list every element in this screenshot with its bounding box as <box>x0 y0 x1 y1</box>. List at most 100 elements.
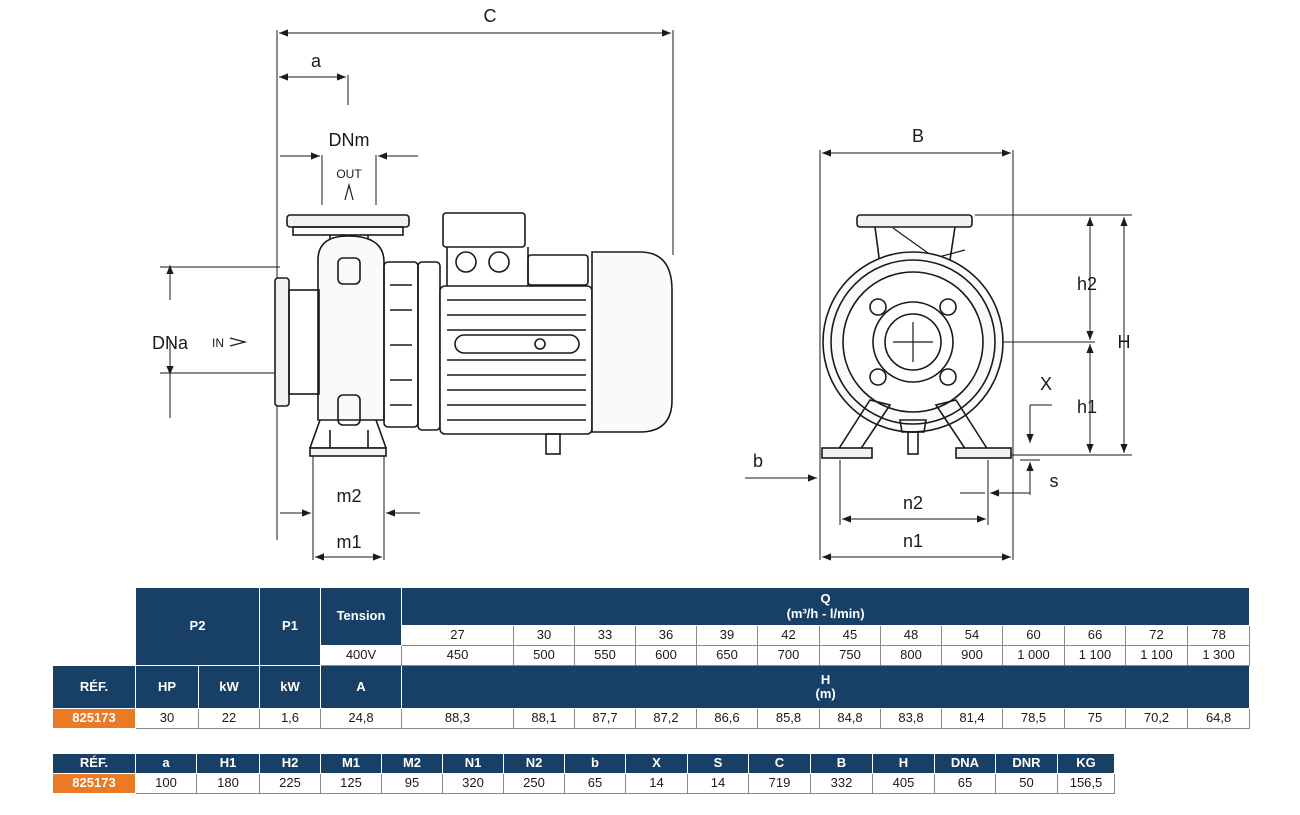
dim-label-h1: h1 <box>1077 397 1097 417</box>
flow-lmin-cell: 600 <box>635 645 697 666</box>
header-p1: P1 <box>259 587 321 666</box>
hp-value: 30 <box>135 708 199 729</box>
head-value-cell: 81,4 <box>941 708 1003 729</box>
flow-lmin-cell: 550 <box>574 645 636 666</box>
head-value-cell: 64,8 <box>1186 708 1251 729</box>
ref-value: 825173 <box>52 708 136 729</box>
flow-m3h-cell: 42 <box>757 625 820 646</box>
flow-lmin-cell: 1 300 <box>1186 645 1251 666</box>
dim-label-h: H <box>1118 332 1131 352</box>
dimension-header-cell: DNR <box>995 753 1058 774</box>
flow-m3h-cell: 78 <box>1186 625 1251 646</box>
dimension-value-cell: 719 <box>748 773 811 794</box>
subheader-p2-kw: kW <box>198 665 260 709</box>
dimension-value-cell: 65 <box>564 773 626 794</box>
flow-m3h-cell: 27 <box>401 625 514 646</box>
dimension-value-cell: 14 <box>687 773 749 794</box>
dimension-header-cell: H <box>872 753 935 774</box>
dimension-value-cell: 180 <box>196 773 260 794</box>
head-value-cell: 70,2 <box>1125 708 1188 729</box>
dim-label-n2: n2 <box>903 493 923 513</box>
dimension-header-cell: DNA <box>934 753 996 774</box>
head-value-cell: 86,6 <box>696 708 758 729</box>
head-value-cell: 85,8 <box>757 708 820 729</box>
subheader-h: H (m) <box>400 665 1251 709</box>
flow-lmin-cell: 800 <box>880 645 942 666</box>
flow-m3h-cell: 48 <box>880 625 942 646</box>
head-value-cell: 78,5 <box>1002 708 1065 729</box>
dim-label-s: s <box>1050 471 1059 491</box>
dimension-header-cell: B <box>810 753 873 774</box>
dimension-value-cell: 125 <box>320 773 382 794</box>
side-view <box>160 29 674 561</box>
header-p2: P2 <box>135 587 260 666</box>
dimension-value-cell: 95 <box>381 773 443 794</box>
head-value-cell: 83,8 <box>880 708 942 729</box>
head-value-cell: 84,8 <box>819 708 881 729</box>
subheader-amps: A <box>320 665 402 709</box>
header-q-unit: (m³/h - l/min) <box>786 605 865 621</box>
p2-kw-value: 22 <box>198 708 260 729</box>
subheader-p1-kw: kW <box>259 665 321 709</box>
voltage-value: 400V <box>320 645 402 666</box>
dimension-header-cell: H2 <box>259 753 321 774</box>
p1-kw-value: 1,6 <box>259 708 321 729</box>
subheader-h-unit: (m) <box>815 686 836 701</box>
flow-m3h-cell: 54 <box>941 625 1003 646</box>
dim-label-dna: DNa <box>152 333 189 353</box>
flow-lmin-cell: 500 <box>513 645 575 666</box>
dimension-value-cell: 225 <box>259 773 321 794</box>
flow-lmin-cell: 900 <box>941 645 1003 666</box>
dimension-header-cell: S <box>687 753 749 774</box>
dimension-value-cell: 332 <box>810 773 873 794</box>
dim-label-n1: n1 <box>903 531 923 551</box>
head-value-cell: 88,1 <box>513 708 575 729</box>
dim-label-c: C <box>484 6 497 26</box>
flow-m3h-cell: 30 <box>513 625 575 646</box>
flow-lmin-cell: 1 000 <box>1002 645 1065 666</box>
flow-lmin-cell: 1 100 <box>1125 645 1188 666</box>
head-value-cell: 87,2 <box>635 708 697 729</box>
flow-lmin-cell: 1 100 <box>1064 645 1126 666</box>
dim-label-dnm: DNm <box>329 130 370 150</box>
dimension-header-cell: KG <box>1057 753 1115 774</box>
outlet-label: OUT <box>336 167 362 181</box>
dimension-header-cell: X <box>625 753 688 774</box>
flow-m3h-cell: 60 <box>1002 625 1065 646</box>
dimension-header-cell: M2 <box>381 753 443 774</box>
flow-m3h-cell: 72 <box>1125 625 1188 646</box>
dimension-header-cell: a <box>135 753 197 774</box>
dimension-header-cell: C <box>748 753 811 774</box>
dimension-header-cell: N1 <box>442 753 504 774</box>
amps-value: 24,8 <box>320 708 402 729</box>
dimension-value-cell: 405 <box>872 773 935 794</box>
dim-label-b-foot: b <box>753 451 763 471</box>
pump-dimension-drawing: C a DNm OUT DNa IN m2 m1 <box>152 6 1132 561</box>
dimension-value-cell: 825173 <box>52 773 136 794</box>
head-value-cell: 87,7 <box>574 708 636 729</box>
dimension-header-cell: N2 <box>503 753 565 774</box>
dimension-value-cell: 250 <box>503 773 565 794</box>
dimension-value-cell: 100 <box>135 773 197 794</box>
front-view <box>745 149 1132 561</box>
dim-label-x: X <box>1040 374 1052 394</box>
header-q-title: Q <box>820 591 831 607</box>
flow-lmin-cell: 750 <box>819 645 881 666</box>
table-corner-blank <box>53 588 136 666</box>
dim-label-b-width: B <box>912 126 924 146</box>
dim-label-m2: m2 <box>336 486 361 506</box>
dimension-header-cell: b <box>564 753 626 774</box>
flow-m3h-cell: 39 <box>696 625 758 646</box>
dimension-header-cell: RÉF. <box>52 753 136 774</box>
header-q: Q (m³/h - l/min) <box>400 587 1251 626</box>
dimension-header-cell: H1 <box>196 753 260 774</box>
inlet-label: IN <box>212 336 224 350</box>
flow-m3h-cell: 66 <box>1064 625 1126 646</box>
dim-label-a: a <box>311 51 322 71</box>
